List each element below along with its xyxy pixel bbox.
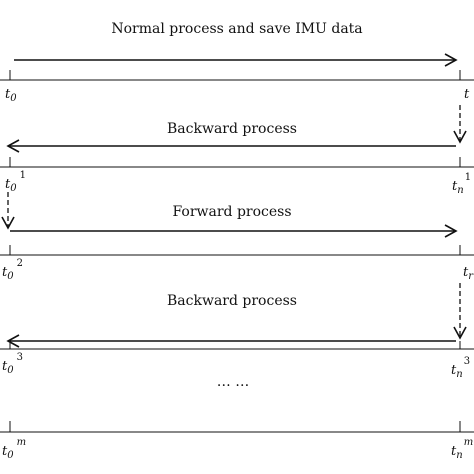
ellipsis-label: … … bbox=[217, 374, 249, 390]
time-label-row3-left: t02 bbox=[2, 258, 23, 282]
stage-4-label: Backward process bbox=[167, 293, 297, 309]
time-label-row1-left: t0 bbox=[5, 87, 17, 104]
time-label-row1-right: t bbox=[464, 87, 470, 102]
stage-1-label: Normal process and save IMU data bbox=[111, 21, 362, 37]
time-label-row2-right: tn1 bbox=[452, 172, 471, 196]
stage-2-label: Backward process bbox=[167, 121, 297, 137]
time-label-row5-left: t0m bbox=[2, 437, 26, 461]
time-label-row3-right: tr bbox=[463, 265, 474, 282]
time-label-row5-right: tnm bbox=[451, 437, 473, 461]
time-label-row2-left: t01 bbox=[5, 170, 26, 194]
stage-3-label: Forward process bbox=[172, 204, 291, 220]
time-label-row4-right: tn3 bbox=[451, 356, 470, 380]
time-label-row4-left: t03 bbox=[2, 352, 23, 376]
